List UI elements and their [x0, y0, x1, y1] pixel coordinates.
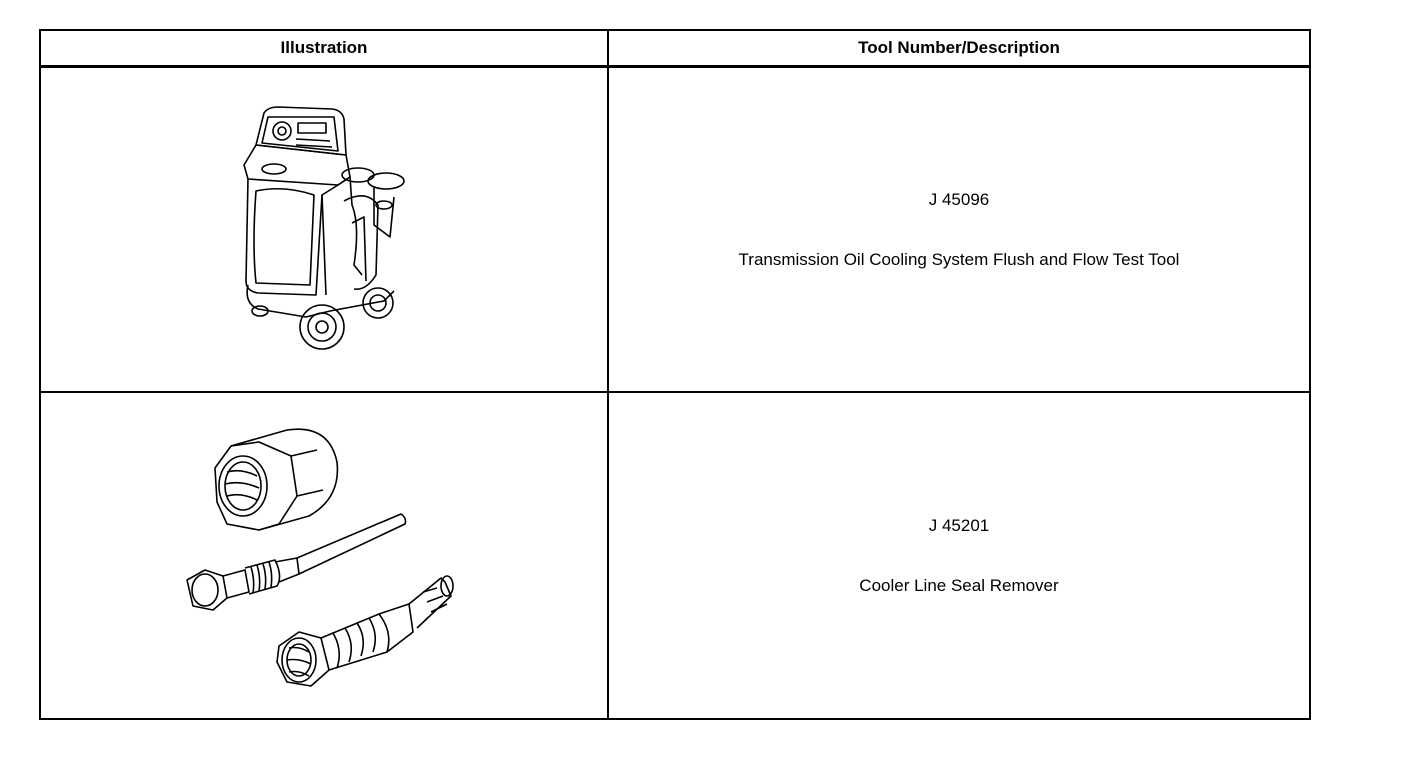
tool-description: Transmission Oil Cooling System Flush an…	[738, 249, 1180, 269]
tool-table: Illustration Tool Number/Description	[39, 29, 1311, 720]
header-illustration: Illustration	[39, 29, 609, 68]
illustration-cell	[39, 65, 609, 393]
table-row: J 45096 Transmission Oil Cooling System …	[39, 65, 1311, 393]
table-header-row: Illustration Tool Number/Description	[39, 29, 1311, 68]
tool-number: J 45201	[928, 515, 990, 535]
table-row: J 45201 Cooler Line Seal Remover	[39, 391, 1311, 720]
illustration-cell	[39, 391, 609, 720]
cooler-line-seal-remover-illustration	[186, 427, 454, 687]
description-cell: J 45096 Transmission Oil Cooling System …	[607, 65, 1311, 393]
header-tool-description: Tool Number/Description	[607, 29, 1311, 68]
flush-flow-test-cart-illustration	[243, 105, 405, 350]
tool-description: Cooler Line Seal Remover	[859, 575, 1059, 595]
description-cell: J 45201 Cooler Line Seal Remover	[607, 391, 1311, 720]
tool-number: J 45096	[928, 189, 990, 209]
